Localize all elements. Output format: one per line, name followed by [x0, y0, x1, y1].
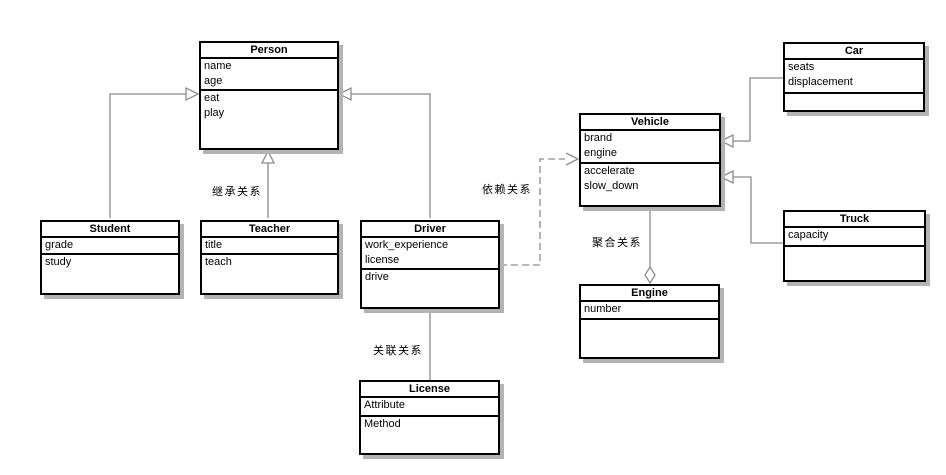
- method: teach: [205, 256, 232, 268]
- methods-compartment: Method: [361, 417, 498, 432]
- attribute: age: [204, 75, 223, 87]
- class-student[interactable]: Student grade study: [40, 220, 180, 295]
- attribute: engine: [584, 147, 618, 159]
- edge-truck-vehicle-inheritance[interactable]: [733, 176, 783, 244]
- attribute: capacity: [788, 229, 829, 241]
- attributes-compartment: title: [202, 238, 337, 255]
- attribute: number: [584, 303, 622, 315]
- attribute: work_experience: [365, 239, 449, 251]
- attribute: grade: [45, 239, 74, 251]
- class-title: Driver: [362, 222, 498, 238]
- attribute: Attribute: [364, 399, 405, 411]
- attributes-compartment: grade: [42, 238, 178, 255]
- label-association: 关联关系: [373, 345, 423, 357]
- method: slow_down: [584, 180, 639, 192]
- edge-car-vehicle-inheritance[interactable]: [733, 77, 783, 142]
- attributes-compartment: seats displacement: [785, 60, 923, 94]
- methods-compartment: study: [42, 255, 178, 270]
- inheritance-triangle-icon: [719, 133, 734, 149]
- attributes-compartment: work_experience license: [362, 238, 498, 270]
- attributes-compartment: Attribute: [361, 398, 498, 417]
- class-title: Vehicle: [581, 115, 719, 131]
- method: play: [204, 107, 225, 119]
- attributes-compartment: capacity: [785, 228, 924, 247]
- class-title: Person: [201, 43, 337, 59]
- methods-compartment: teach: [202, 255, 337, 270]
- method: eat: [204, 92, 220, 104]
- attribute: title: [205, 239, 223, 251]
- label-aggregation: 聚合关系: [592, 237, 642, 249]
- edge-student-person-inheritance[interactable]: [109, 93, 186, 218]
- method: accelerate: [584, 165, 635, 177]
- methods-compartment: drive: [362, 270, 498, 285]
- attribute: license: [365, 254, 400, 266]
- inheritance-triangle-icon: [185, 86, 200, 102]
- class-title: Engine: [581, 286, 718, 302]
- dependency-open-arrow-icon: [565, 152, 580, 166]
- attribute: seats: [788, 61, 815, 73]
- inheritance-triangle-icon: [260, 149, 276, 164]
- class-vehicle[interactable]: Vehicle brand engine accelerate slow_dow…: [579, 113, 721, 207]
- attribute: displacement: [788, 76, 853, 88]
- class-car[interactable]: Car seats displacement: [783, 42, 925, 112]
- class-title: Car: [785, 44, 923, 60]
- class-title: Teacher: [202, 222, 337, 238]
- label-dependency: 依赖关系: [482, 184, 532, 196]
- class-person[interactable]: Person name age eat play: [199, 41, 339, 150]
- attribute: brand: [584, 132, 613, 144]
- inheritance-triangle-icon: [337, 86, 352, 102]
- attributes-compartment: number: [581, 302, 718, 320]
- class-title: Student: [42, 222, 178, 238]
- methods-compartment: eat play: [201, 91, 337, 121]
- class-engine[interactable]: Engine number: [579, 284, 720, 359]
- inheritance-triangle-icon: [719, 169, 734, 185]
- attribute: name: [204, 60, 232, 72]
- aggregation-diamond-icon: [644, 265, 656, 285]
- class-license[interactable]: License Attribute Method: [359, 380, 500, 455]
- method: Method: [364, 418, 401, 430]
- method: drive: [365, 271, 389, 283]
- class-truck[interactable]: Truck capacity: [783, 210, 926, 282]
- label-inheritance: 继承关系: [212, 186, 262, 198]
- class-driver[interactable]: Driver work_experience license drive: [360, 220, 500, 309]
- edge-driver-person-inheritance[interactable]: [351, 93, 431, 218]
- attributes-compartment: name age: [201, 59, 337, 91]
- edge-driver-vehicle-dependency[interactable]: [500, 158, 565, 266]
- class-title: License: [361, 382, 498, 398]
- class-title: Truck: [785, 212, 924, 228]
- attributes-compartment: brand engine: [581, 131, 719, 164]
- method: study: [45, 256, 72, 268]
- methods-compartment: accelerate slow_down: [581, 164, 719, 194]
- class-teacher[interactable]: Teacher title teach: [200, 220, 339, 295]
